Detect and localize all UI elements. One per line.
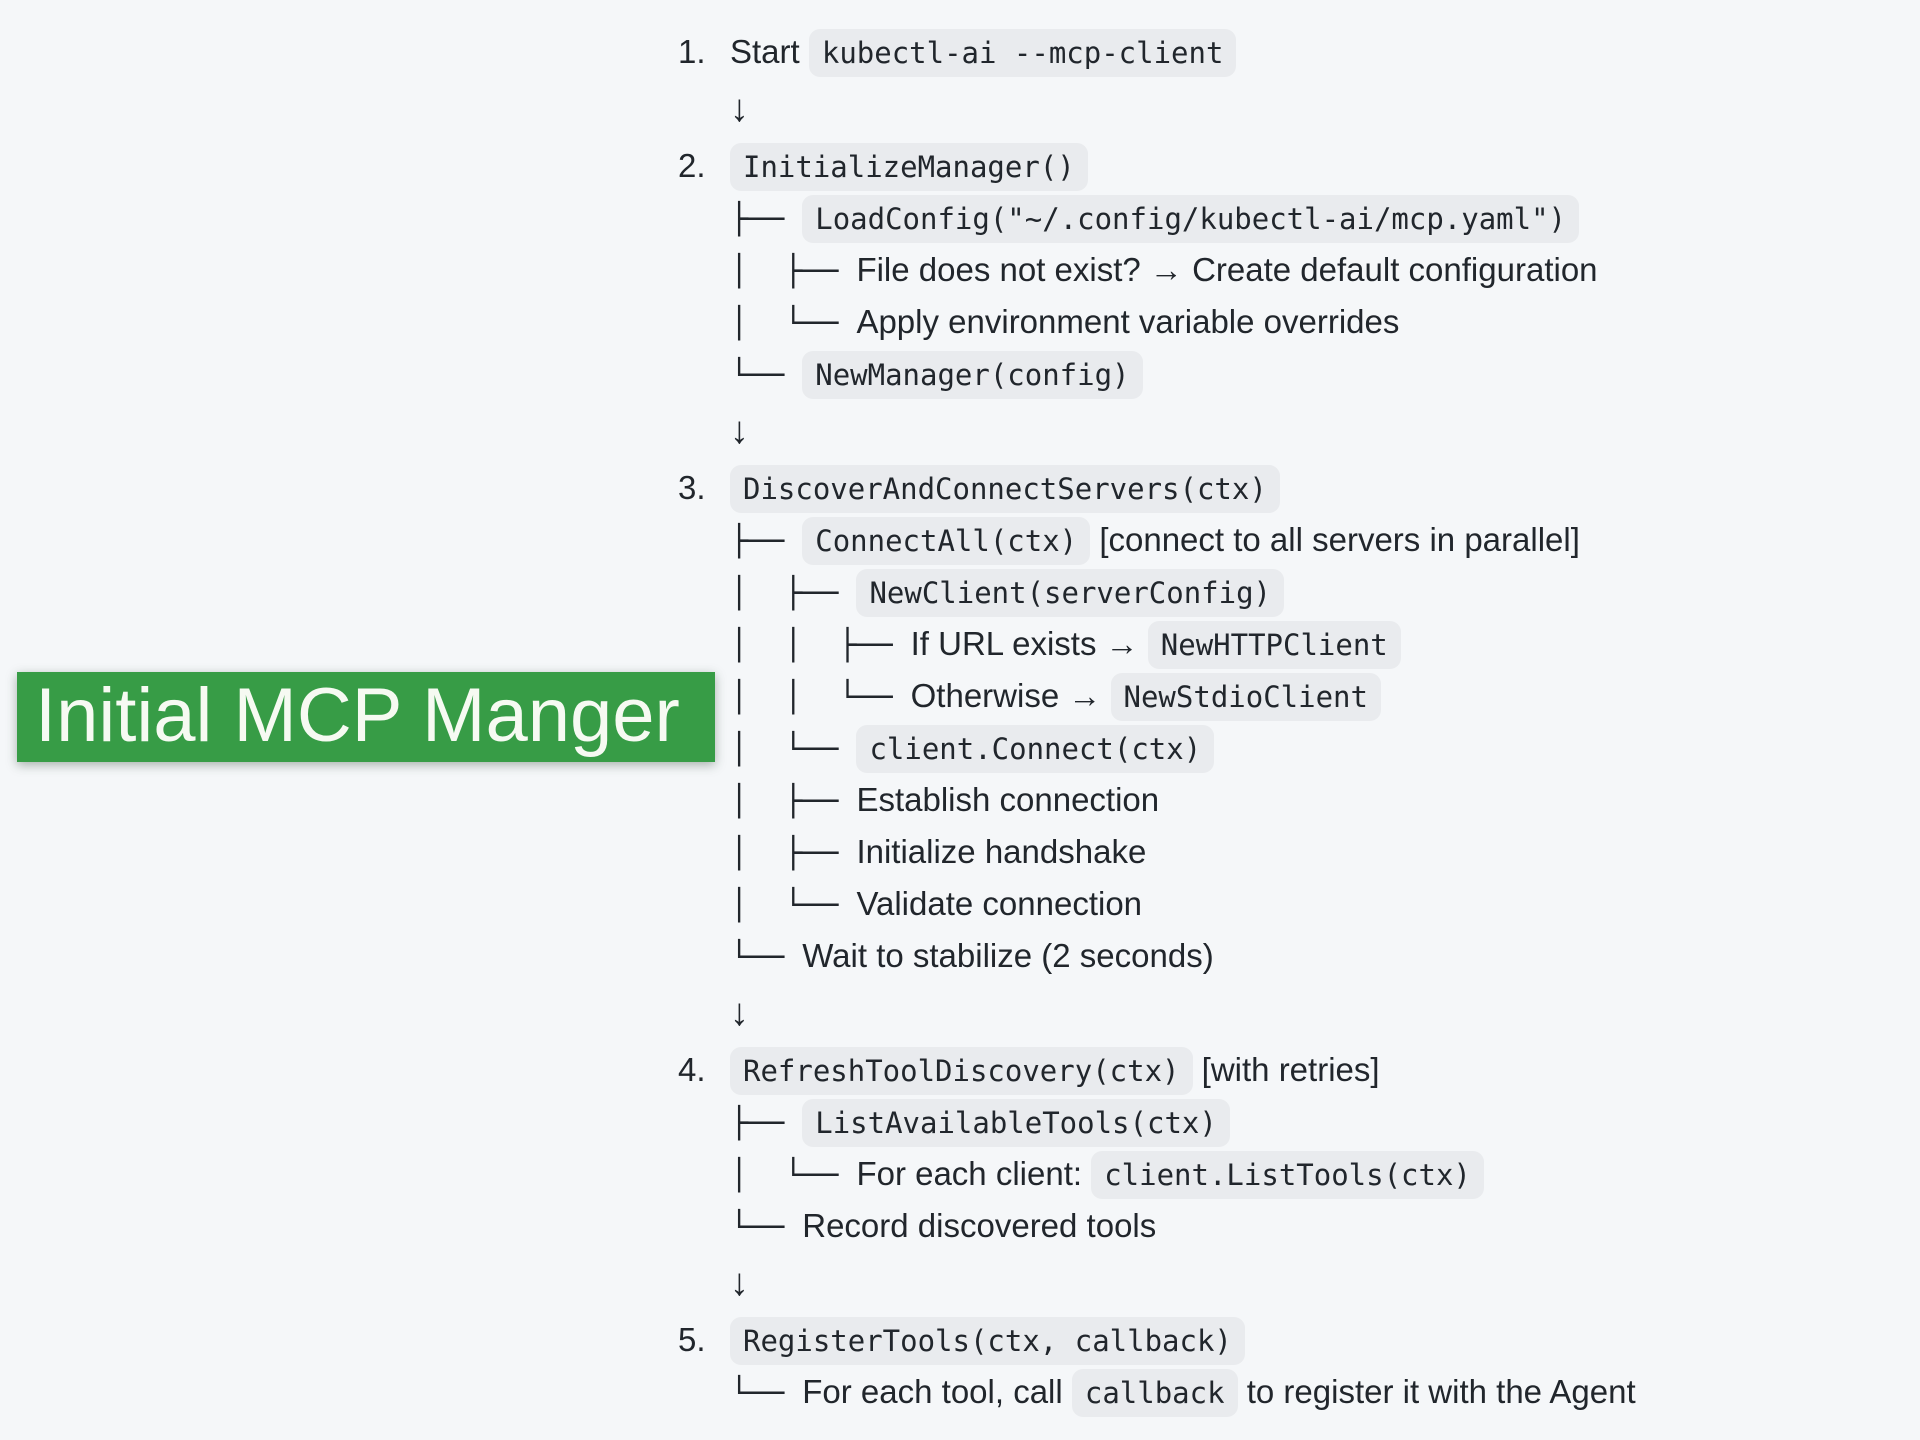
text-segment: Otherwise → [910, 677, 1111, 714]
tree-prefix: │ └── [730, 888, 857, 923]
code-chip: RegisterTools(ctx, callback) [730, 1317, 1245, 1365]
tree-prefix: └── [730, 1210, 803, 1245]
flow-arrow-row: ↓ [730, 1252, 1636, 1314]
flow-step-row: 5. RegisterTools(ctx, callback) [678, 1314, 1636, 1366]
down-arrow-icon: ↓ [730, 88, 749, 130]
list-number: 5. [678, 1321, 706, 1358]
text-segment: to register it with the Agent [1237, 1373, 1636, 1410]
flow-step-row: 3. DiscoverAndConnectServers(ctx) [678, 462, 1636, 514]
flow-arrow-row: ↓ [730, 78, 1636, 140]
code-chip: client.ListTools(ctx) [1091, 1151, 1484, 1199]
text-segment: Validate connection [856, 885, 1143, 922]
tree-prefix: │ └── [730, 1158, 857, 1193]
tree-prefix: ├── [730, 202, 803, 237]
flow-branch-row: │ └── Apply environment variable overrid… [730, 296, 1636, 348]
code-chip: RefreshToolDiscovery(ctx) [730, 1047, 1193, 1095]
tree-prefix: └── [730, 1376, 803, 1411]
tree-prefix: │ ├── [730, 784, 857, 819]
highlight-label: Initial MCP Manger [17, 672, 715, 762]
flow-branch-row: ├── ConnectAll(ctx) [connect to all serv… [730, 514, 1636, 566]
flow-branch-row: │ └── For each client: client.ListTools(… [730, 1148, 1636, 1200]
code-chip: client.Connect(ctx) [856, 725, 1215, 773]
flow-branch-row: │ │ └── Otherwise → NewStdioClient [730, 670, 1636, 722]
list-number: 2. [678, 147, 706, 184]
text-segment: Apply environment variable overrides [856, 303, 1400, 340]
text-segment: Establish connection [856, 781, 1160, 818]
text-segment: For each tool, call [802, 1373, 1072, 1410]
tree-prefix: └── [730, 358, 803, 393]
flow-branch-row: └── Wait to stabilize (2 seconds) [730, 930, 1636, 982]
code-chip: NewStdioClient [1110, 673, 1381, 721]
tree-prefix: │ ├── [730, 836, 857, 871]
code-chip: NewClient(serverConfig) [856, 569, 1285, 617]
code-chip: LoadConfig("~/.config/kubectl-ai/mcp.yam… [802, 195, 1580, 243]
flow-branch-row: ├── ListAvailableTools(ctx) [730, 1096, 1636, 1148]
flow-branch-row: └── NewManager(config) [730, 348, 1636, 400]
text-segment: Start [730, 33, 809, 70]
code-chip: ConnectAll(ctx) [802, 517, 1091, 565]
tree-prefix: └── [730, 940, 803, 975]
code-chip: NewHTTPClient [1147, 621, 1401, 669]
flow-branch-row: │ │ ├── If URL exists → NewHTTPClient [730, 618, 1636, 670]
flow-arrow-row: ↓ [730, 982, 1636, 1044]
tree-prefix: ├── [730, 524, 803, 559]
flow-branch-row: └── Record discovered tools [730, 1200, 1636, 1252]
down-arrow-icon: ↓ [730, 1262, 749, 1304]
flow-branch-row: │ └── Validate connection [730, 878, 1636, 930]
flow-step-row: 2. InitializeManager() [678, 140, 1636, 192]
code-chip: ListAvailableTools(ctx) [802, 1099, 1230, 1147]
flow-branch-row: │ └── client.Connect(ctx) [730, 722, 1636, 774]
text-segment: [with retries] [1192, 1051, 1380, 1088]
code-chip: InitializeManager() [730, 143, 1088, 191]
tree-prefix: │ └── [730, 306, 857, 341]
tree-prefix: ├── [730, 1106, 803, 1141]
flow-arrow-row: ↓ [730, 400, 1636, 462]
text-segment: Wait to stabilize (2 seconds) [802, 937, 1214, 974]
flow-branch-row: │ ├── Establish connection [730, 774, 1636, 826]
flow-branch-row: ├── LoadConfig("~/.config/kubectl-ai/mcp… [730, 192, 1636, 244]
code-chip: kubectl-ai --mcp-client [808, 29, 1237, 77]
text-segment: Initialize handshake [856, 833, 1147, 870]
tree-prefix: │ ├── [730, 576, 857, 611]
list-number: 1. [678, 33, 706, 70]
flow-branch-row: │ ├── NewClient(serverConfig) [730, 566, 1636, 618]
text-segment: For each client: [856, 1155, 1092, 1192]
text-segment: If URL exists → [910, 625, 1148, 662]
flow-branch-row: │ ├── File does not exist? → Create defa… [730, 244, 1636, 296]
flow-branch-row: │ ├── Initialize handshake [730, 826, 1636, 878]
flow-step-row: 1. Start kubectl-ai --mcp-client [678, 26, 1636, 78]
list-number: 3. [678, 469, 706, 506]
flow-branch-row: └── For each tool, call callback to regi… [730, 1366, 1636, 1418]
code-chip: callback [1071, 1369, 1238, 1417]
tree-prefix: │ │ ├── [730, 628, 911, 663]
down-arrow-icon: ↓ [730, 410, 749, 452]
tree-prefix: │ ├── [730, 254, 857, 289]
list-number: 4. [678, 1051, 706, 1088]
text-segment: [connect to all servers in parallel] [1090, 521, 1580, 558]
down-arrow-icon: ↓ [730, 992, 749, 1034]
code-chip: NewManager(config) [802, 351, 1143, 399]
text-segment: Record discovered tools [802, 1207, 1157, 1244]
tree-prefix: │ └── [730, 732, 857, 767]
flow-step-row: 4. RefreshToolDiscovery(ctx) [with retrie… [678, 1044, 1636, 1096]
flow-tree: 1. Start kubectl-ai --mcp-client ↓ 2. Initia… [678, 26, 1636, 1418]
tree-prefix: │ │ └── [730, 680, 911, 715]
code-chip: DiscoverAndConnectServers(ctx) [730, 465, 1280, 513]
text-segment: File does not exist? → Create default co… [856, 251, 1598, 288]
